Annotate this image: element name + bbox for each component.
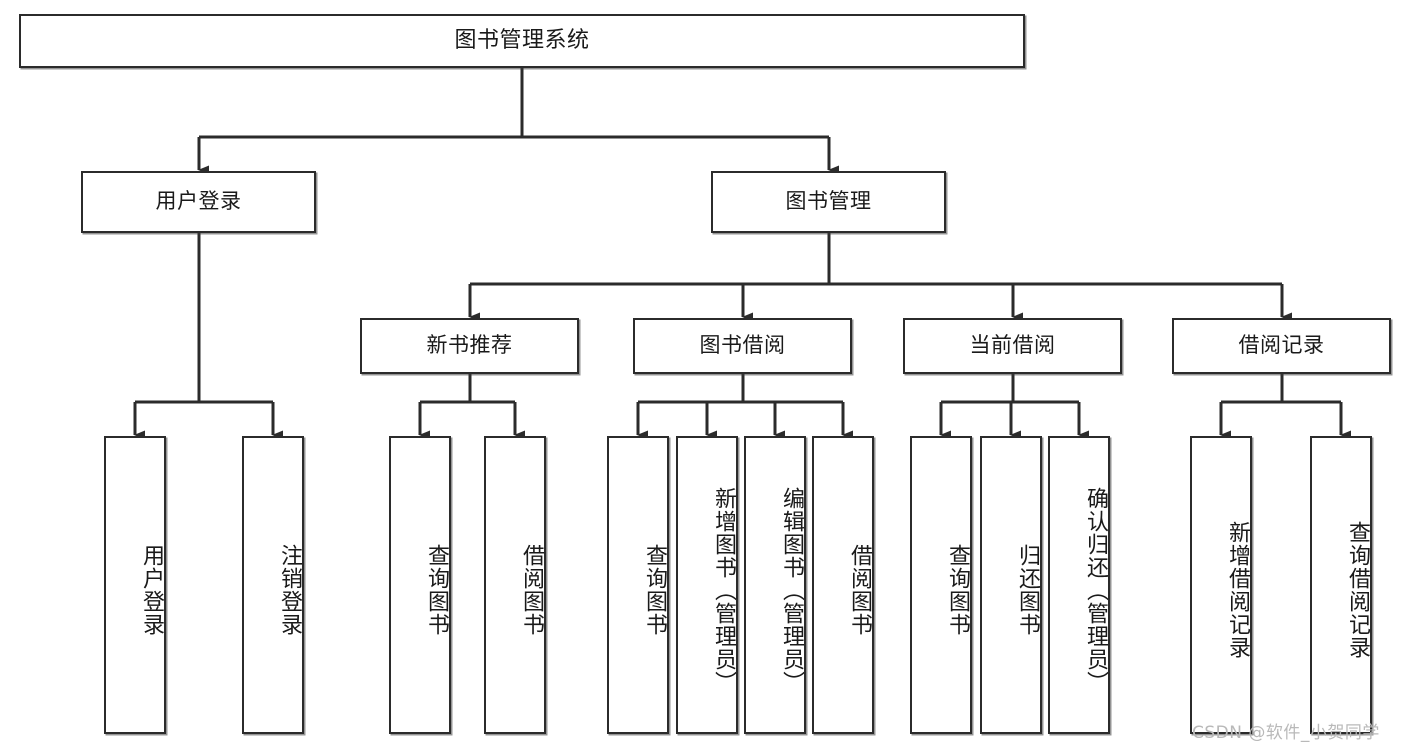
leaf-query-book-current[interactable]: 查询图书	[910, 436, 972, 734]
leaf-borrow-book-label: 借阅图书	[847, 544, 872, 636]
leaf-query-book-label: 查询图书	[642, 544, 667, 636]
leaf-logout[interactable]: 注销登录	[242, 436, 304, 734]
leaf-return-book-label: 归还图书	[1015, 544, 1040, 636]
node-root[interactable]: 图书管理系统	[19, 14, 1025, 68]
node-book-manage[interactable]: 图书管理	[711, 171, 946, 233]
leaf-borrow-book-recommend-label: 借阅图书	[519, 544, 544, 636]
leaf-confirm-return[interactable]: 确认归还（管理员）	[1048, 436, 1110, 734]
leaf-add-borrow-record-label: 新增借阅记录	[1225, 521, 1250, 659]
leaf-query-book[interactable]: 查询图书	[607, 436, 669, 734]
leaf-query-borrow-record-label: 查询借阅记录	[1345, 521, 1370, 659]
leaf-query-book-recommend-label: 查询图书	[424, 544, 449, 636]
node-user-login-label: 用户登录	[155, 189, 242, 214]
leaf-logout-label: 注销登录	[277, 544, 302, 636]
node-book-manage-label: 图书管理	[785, 189, 872, 214]
watermark: CSDN @软件_小贺同学	[1192, 723, 1380, 743]
leaf-query-borrow-record[interactable]: 查询借阅记录	[1310, 436, 1372, 734]
node-new-book-recommend[interactable]: 新书推荐	[360, 318, 579, 374]
leaf-edit-book-label: 编辑图书（管理员）	[779, 486, 804, 694]
leaf-query-book-recommend[interactable]: 查询图书	[389, 436, 451, 734]
leaf-query-book-current-label: 查询图书	[945, 544, 970, 636]
leaf-add-book-label: 新增图书（管理员）	[711, 486, 736, 694]
node-book-borrow-label: 图书借阅	[699, 333, 786, 358]
node-book-borrow[interactable]: 图书借阅	[633, 318, 852, 374]
node-borrow-record[interactable]: 借阅记录	[1172, 318, 1391, 374]
leaf-borrow-book-recommend[interactable]: 借阅图书	[484, 436, 546, 734]
leaf-confirm-return-label: 确认归还（管理员）	[1083, 486, 1108, 694]
leaf-return-book[interactable]: 归还图书	[980, 436, 1042, 734]
leaf-borrow-book[interactable]: 借阅图书	[812, 436, 874, 734]
node-current-borrow[interactable]: 当前借阅	[903, 318, 1122, 374]
node-root-label: 图书管理系统	[454, 27, 590, 53]
leaf-add-book[interactable]: 新增图书（管理员）	[676, 436, 738, 734]
node-user-login[interactable]: 用户登录	[81, 171, 316, 233]
leaf-user-login-label: 用户登录	[139, 544, 164, 636]
node-current-borrow-label: 当前借阅	[969, 333, 1056, 358]
leaf-edit-book[interactable]: 编辑图书（管理员）	[744, 436, 806, 734]
leaf-user-login[interactable]: 用户登录	[104, 436, 166, 734]
node-new-book-recommend-label: 新书推荐	[426, 333, 513, 358]
leaf-add-borrow-record[interactable]: 新增借阅记录	[1190, 436, 1252, 734]
node-borrow-record-label: 借阅记录	[1238, 333, 1325, 358]
